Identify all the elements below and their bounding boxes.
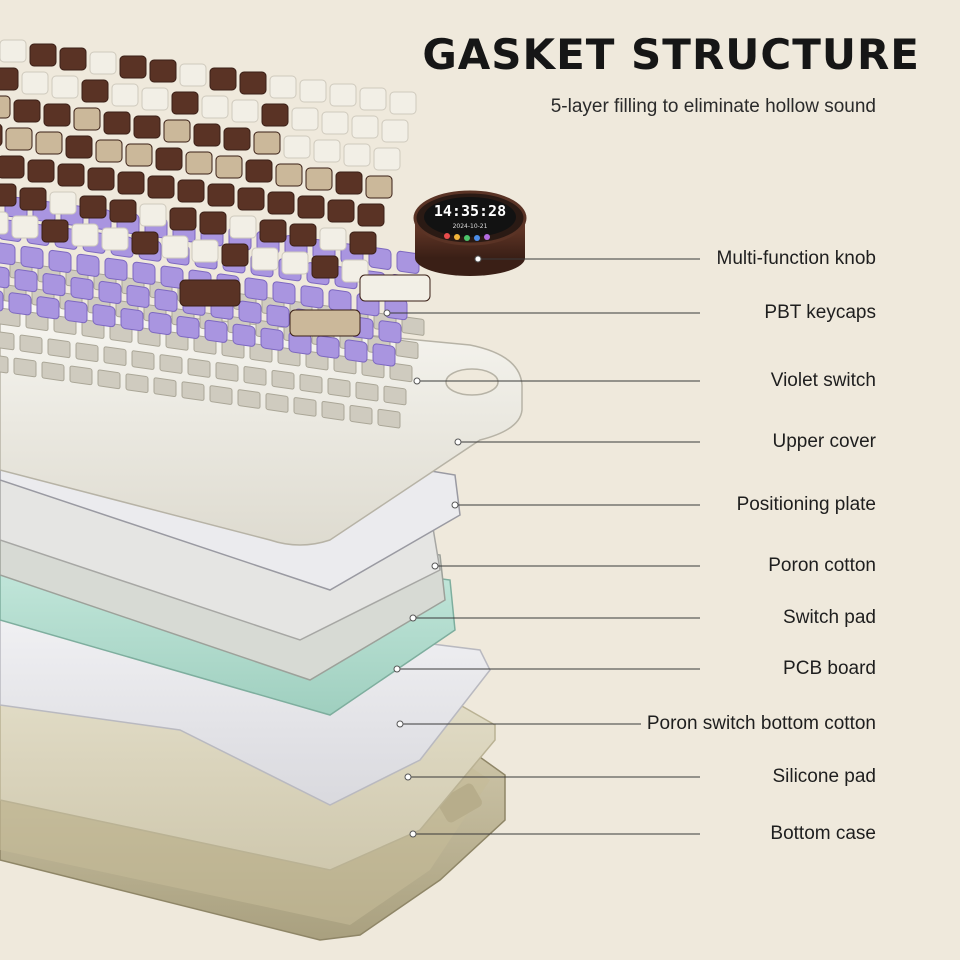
layer-label-keycaps: PBT keycaps — [758, 302, 876, 324]
layer-label-knob: Multi-function knob — [710, 248, 876, 270]
knob-time-display: 14:35:28 — [434, 202, 506, 220]
leader-lines — [383, 255, 700, 838]
leader-dot-positioning-plate — [451, 501, 459, 509]
diagram-title: GASKET STRUCTURE — [422, 30, 920, 79]
pbt-keycap-layer — [0, 39, 431, 337]
knob-date-display: 2024-10-21 — [453, 223, 488, 230]
leader-dot-pcb — [393, 665, 401, 673]
leader-dot-poron-cotton — [431, 562, 439, 570]
layer-label-switch: Violet switch — [764, 370, 876, 392]
leader-dot-keycaps — [383, 309, 391, 317]
leader-dot-switch — [413, 377, 421, 385]
leader-dot-knob — [474, 255, 482, 263]
layer-label-pcb: PCB board — [777, 658, 876, 680]
layer-label-bottom-case: Bottom case — [764, 823, 876, 845]
layer-label-upper-cover: Upper cover — [766, 431, 876, 453]
layer-label-poron-cotton: Poron cotton — [762, 555, 876, 577]
leader-dot-switch-pad — [409, 614, 417, 622]
layer-label-poron-bottom: Poron switch bottom cotton — [640, 713, 876, 735]
leader-dot-silicone-pad — [404, 773, 412, 781]
diagram-subtitle: 5-layer filling to eliminate hollow soun… — [550, 96, 876, 117]
multi-function-knob: 14:35:28 2024-10-21 — [413, 190, 527, 276]
layer-label-switch-pad: Switch pad — [777, 607, 876, 629]
leader-dot-upper-cover — [454, 438, 462, 446]
leader-dot-bottom-case — [409, 830, 417, 838]
leader-dot-poron-bottom — [396, 720, 404, 728]
layer-label-positioning-plate: Positioning plate — [730, 494, 876, 516]
knob-app-icons — [444, 233, 490, 241]
layer-label-silicone-pad: Silicone pad — [766, 766, 876, 788]
